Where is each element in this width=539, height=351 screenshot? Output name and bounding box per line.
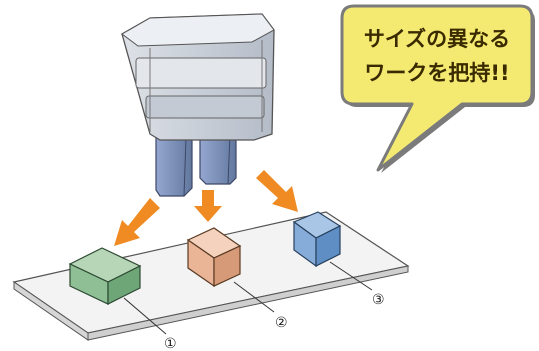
workpiece-1 <box>68 247 142 305</box>
gripper-finger-right <box>199 127 237 185</box>
callout-line-2: ワークを把持!! <box>364 61 509 85</box>
workpiece-3 <box>292 211 342 268</box>
speech-bubble: サイズの異なる ワークを把持!! <box>340 4 535 173</box>
arrow-to-workpiece-2 <box>194 190 222 222</box>
workpiece-1-label: ① <box>164 336 177 351</box>
arrow-to-workpiece-3 <box>256 170 298 212</box>
workpiece-2-label: ② <box>275 315 288 331</box>
leader-lines <box>123 261 373 335</box>
gripper-unit <box>121 13 275 197</box>
workpiece-2 <box>186 227 242 288</box>
workpiece-3-label: ③ <box>372 292 385 308</box>
arrow-to-workpiece-1 <box>114 198 160 246</box>
callout-line-1: サイズの異なる <box>364 27 510 51</box>
